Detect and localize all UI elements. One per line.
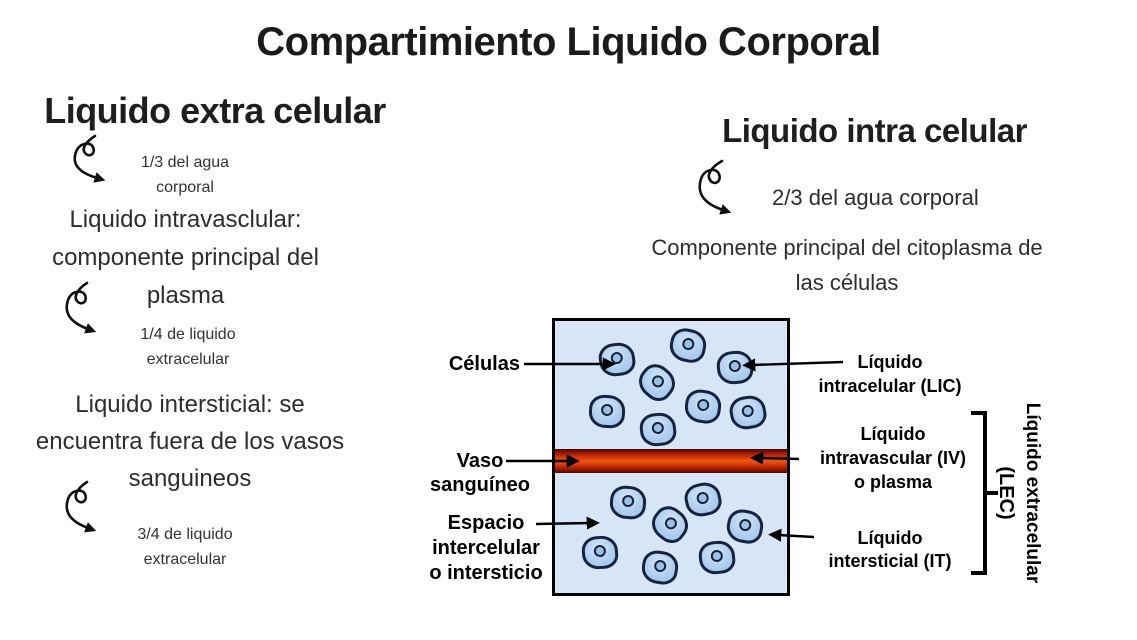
cell (580, 534, 620, 571)
intravascular-description: Liquido intravasclular: componente princ… (52, 206, 319, 309)
cell-nucleus (621, 494, 635, 508)
blood-vessel-band (555, 449, 787, 473)
label-celulas: Células (448, 353, 520, 375)
cell-nucleus (649, 372, 667, 390)
cell-nucleus (651, 421, 665, 435)
cell (639, 548, 681, 587)
cell (666, 325, 710, 366)
cell-nucleus (696, 398, 710, 412)
extracellular-heading: Liquido extra celular (44, 90, 386, 131)
extracellular-fraction-1-3: 1/3 del agua corporal (140, 154, 230, 196)
cell (608, 484, 648, 521)
cell-nucleus (728, 359, 742, 373)
cell-nucleus (681, 336, 696, 352)
intracellular-heading: Liquido intra celular (722, 112, 1027, 149)
cell (588, 394, 626, 429)
interstitial-fraction-3-4: 3/4 de liquido extracelular (137, 526, 233, 568)
curly-arrow-icon (698, 159, 732, 215)
cell-nucleus (593, 544, 607, 558)
cell-nucleus (600, 403, 614, 417)
intracellular-description: Componente principal del citoplasma de l… (651, 235, 1043, 295)
cell (727, 393, 769, 432)
page-title: Compartimiento Liquido Corporal (256, 20, 881, 64)
label-liquido-intravascular: Líquido intravascular (IV) o plasma (819, 424, 967, 492)
cell-nucleus (610, 351, 624, 365)
label-lec-abbr-vertical: (LEC) (995, 466, 1017, 520)
cell (697, 539, 737, 576)
cell (715, 349, 755, 386)
label-liquido-intersticial: Líquido intersticial (IT) (828, 528, 952, 571)
intravascular-fraction-1-4: 1/4 de liquido extracelular (140, 326, 236, 368)
cell-nucleus (695, 490, 710, 506)
tissue-diagram-box (552, 318, 790, 596)
cell-nucleus (738, 518, 753, 532)
cell-nucleus (710, 549, 724, 563)
cell (638, 411, 678, 448)
label-espacio-intercelular: Espacio intercelular o intersticio (429, 512, 543, 584)
cell-nucleus (662, 514, 680, 532)
cell-nucleus (653, 559, 667, 573)
label-liquido-intracelular: Líquido intracelular (LIC) (818, 352, 962, 396)
cell (724, 507, 766, 546)
label-liquido-extracelular-vertical: Líquido extracelular (1022, 402, 1043, 584)
curly-arrow-icon (73, 134, 106, 183)
cell-nucleus (740, 404, 755, 418)
cell (596, 340, 638, 379)
cell (681, 479, 725, 520)
interstitial-description: Liquido intersticial: se encuentra fuera… (35, 391, 345, 492)
intracellular-fraction-2-3: 2/3 del agua corporal (772, 185, 979, 210)
label-vaso-sanguineo: Vaso sanguíneo (429, 450, 530, 496)
cell (682, 387, 724, 426)
cell (632, 358, 682, 407)
